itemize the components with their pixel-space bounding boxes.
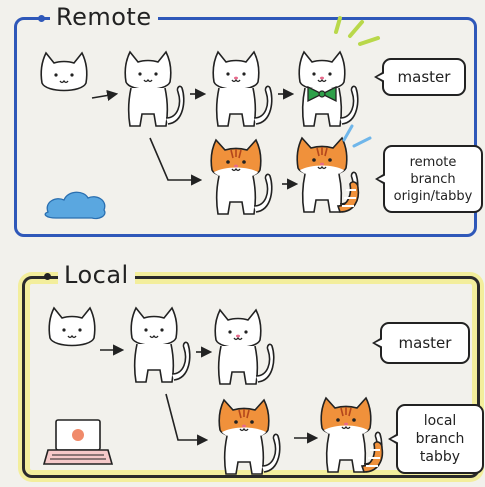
- remote-cat-commit-2: [124, 51, 185, 127]
- local-panel: [22, 276, 480, 478]
- remote-branch-arrow: [149, 137, 203, 186]
- local-branch-label: local branch tabby: [388, 404, 484, 474]
- bowtie-icon: [307, 85, 337, 103]
- local-cat-commit-3: [215, 310, 275, 385]
- local-branch-line1: local branch: [415, 413, 465, 447]
- remote-arrow-1: [91, 89, 119, 101]
- remote-tabby-commit-1: [210, 139, 273, 215]
- local-tabby-commit-1: [218, 399, 281, 475]
- local-cat-commit-2: [130, 307, 191, 383]
- sparkle-marks-green: [334, 16, 380, 46]
- remote-branch-label: remote branch origin/tabby: [375, 145, 483, 213]
- remote-title: Remote: [50, 4, 158, 30]
- remote-branch-line2: origin/tabby: [393, 188, 473, 204]
- remote-title-dot-left: [38, 15, 45, 22]
- remote-tabby-commit-2: [296, 137, 360, 213]
- local-branch-arrow: [165, 393, 209, 446]
- remote-branch-line1: remote branch: [409, 154, 457, 187]
- local-branch-line2: tabby: [419, 449, 461, 465]
- remote-cat-commit-1: [40, 52, 88, 92]
- remote-panel: [14, 17, 477, 237]
- remote-master-label: master: [374, 58, 466, 96]
- remote-cat-commit-3: [213, 52, 273, 127]
- local-title: Local: [58, 262, 135, 288]
- local-master-text: master: [398, 334, 452, 352]
- local-master-label: master: [372, 322, 470, 364]
- local-cat-commit-1: [48, 307, 96, 347]
- cloud-icon: [44, 191, 106, 220]
- remote-master-text: master: [397, 68, 451, 86]
- sparkle-marks-blue: [342, 124, 372, 148]
- laptop-icon: [42, 419, 114, 465]
- local-title-dot-left: [44, 273, 51, 280]
- local-tabby-commit-2: [320, 397, 384, 473]
